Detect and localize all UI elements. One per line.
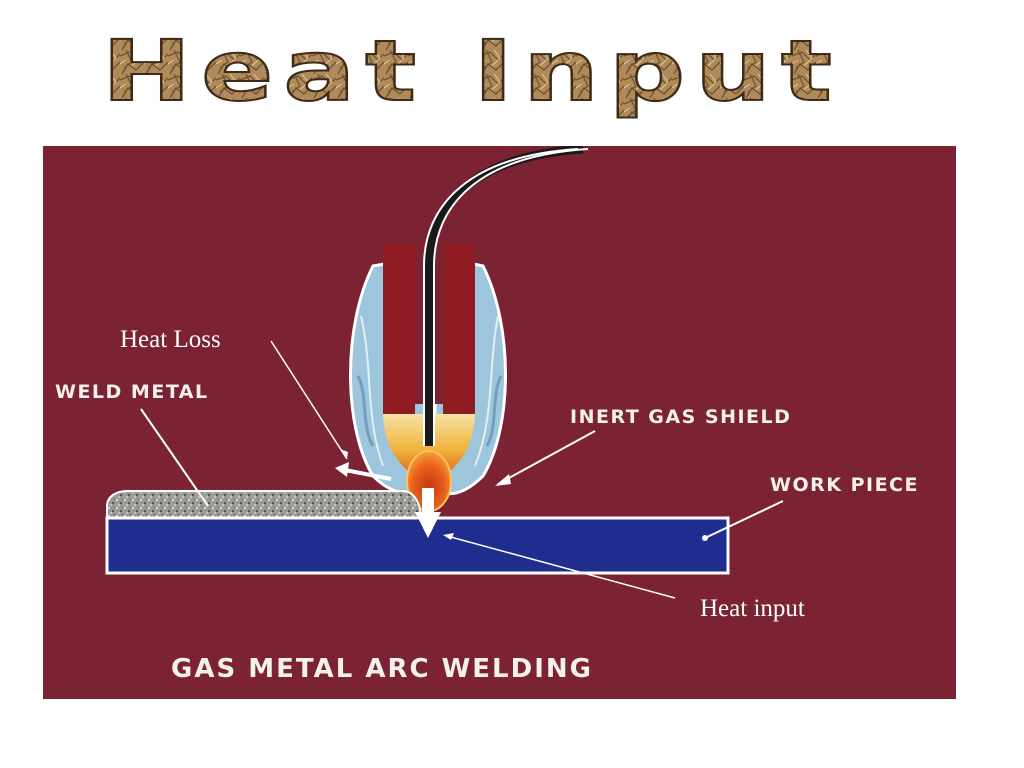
work-piece-leader bbox=[704, 500, 784, 539]
heat-loss-arrow bbox=[344, 468, 392, 481]
work-piece-bar bbox=[105, 516, 730, 575]
contact-tube-left bbox=[383, 244, 415, 414]
welding-diagram: Heat Loss WELD METAL INERT GAS SHIELD WO… bbox=[43, 146, 956, 699]
slide-title: Heat Input bbox=[0, 26, 1024, 126]
heat-loss-leader bbox=[270, 340, 348, 460]
diagram-drawing bbox=[105, 146, 784, 599]
work-piece-label: WORK PIECE bbox=[770, 474, 919, 496]
process-name-label: GAS METAL ARC WELDING bbox=[171, 654, 593, 684]
contact-tube-right bbox=[443, 244, 475, 414]
weld-metal-leader bbox=[140, 408, 209, 507]
title-text: Heat Input bbox=[102, 26, 842, 120]
inert-gas-shield-label: INERT GAS SHIELD bbox=[570, 406, 792, 428]
weld-metal-label: WELD METAL bbox=[55, 381, 209, 403]
heat-input-arrow bbox=[422, 488, 434, 514]
heat-loss-label: Heat Loss bbox=[120, 326, 221, 353]
heat-input-leader bbox=[446, 535, 676, 599]
heat-input-label: Heat input bbox=[700, 595, 805, 622]
inert-gas-leader bbox=[497, 430, 596, 485]
weld-metal-bead bbox=[106, 490, 423, 519]
